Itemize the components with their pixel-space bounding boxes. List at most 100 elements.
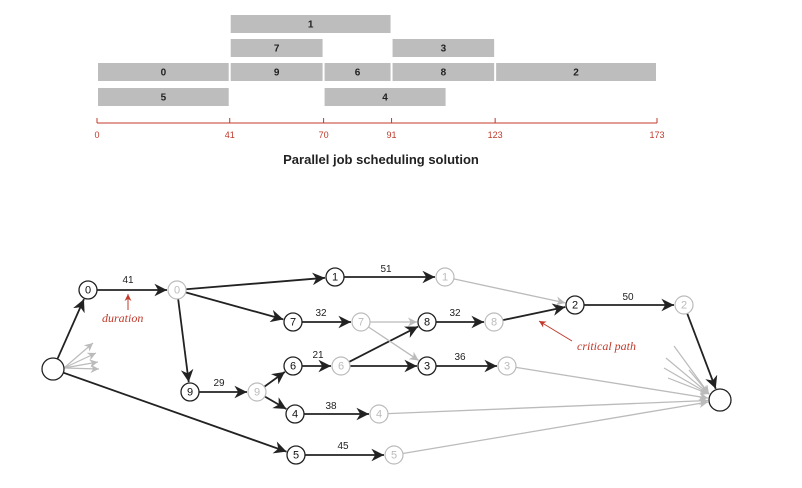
- edge-weight: 36: [454, 352, 466, 363]
- node-circle: [417, 356, 437, 376]
- node-3e: 3: [497, 356, 517, 376]
- job-bar-rect: [230, 63, 323, 81]
- job-bar-1: 1: [230, 15, 391, 33]
- job-bar-rect: [324, 88, 446, 106]
- node-circle: [708, 388, 732, 412]
- edge-s-5s: [63, 371, 287, 454]
- node-label: 8: [424, 317, 430, 329]
- job-bar-5: 5: [98, 88, 229, 106]
- job-bar-7: 7: [230, 39, 323, 57]
- node-label: 2: [681, 300, 687, 312]
- job-bar-3: 3: [392, 39, 495, 57]
- source-stub-arrow: [63, 352, 97, 369]
- job-bar-rect: [230, 15, 391, 33]
- job-bar-rect: [392, 63, 495, 81]
- node-6e: 6: [331, 356, 351, 376]
- node-7e: 7: [351, 312, 371, 332]
- node-5e: 5: [384, 445, 404, 465]
- node-label: 7: [290, 317, 296, 329]
- node-5s: 5: [286, 445, 306, 465]
- axis-tick-label: 70: [319, 130, 329, 140]
- node-label: 6: [290, 361, 296, 373]
- job-bar-2: 2: [496, 63, 656, 81]
- edge-weight: 41: [122, 275, 134, 286]
- edge-0e-7s: [185, 291, 284, 323]
- axis-tick-label: 91: [387, 130, 397, 140]
- job-bar-8: 8: [392, 63, 495, 81]
- node-circle: [283, 312, 303, 332]
- node-9e: 9: [247, 382, 267, 402]
- node-circle: [351, 312, 371, 332]
- job-bar-label: 1: [308, 20, 314, 31]
- edge-6e-8s: [348, 325, 419, 363]
- node-label: 3: [504, 361, 510, 373]
- node-4e: 4: [369, 404, 389, 424]
- job-bar-rect: [496, 63, 656, 81]
- job-bar-rect: [230, 39, 323, 57]
- job-bar-6: 6: [324, 63, 391, 81]
- node-1s: 1: [325, 267, 345, 287]
- edge-2e-t: [686, 313, 718, 390]
- node-3s: 3: [417, 356, 437, 376]
- job-bar-label: 8: [441, 68, 447, 79]
- edge-5e-t: [402, 399, 709, 455]
- job-bar-4: 4: [324, 88, 446, 106]
- edge-9e-4s: [264, 395, 287, 410]
- edge-3e-t: [515, 366, 709, 402]
- node-circle: [247, 382, 267, 402]
- node-circle: [167, 280, 187, 300]
- source-sink-stubs: [63, 342, 710, 395]
- job-bar-label: 0: [161, 68, 167, 79]
- node-label: 3: [424, 361, 430, 373]
- sink-stub-arrow: [663, 367, 710, 395]
- node-circle: [417, 312, 437, 332]
- node-1e: 1: [435, 267, 455, 287]
- node-8s: 8: [417, 312, 437, 332]
- node-circle: [325, 267, 345, 287]
- node-circle: [497, 356, 517, 376]
- axis-tick-label: 41: [225, 130, 235, 140]
- edge-0e-1s: [185, 272, 326, 291]
- node-t: [708, 388, 732, 412]
- duration-label: duration: [102, 311, 143, 325]
- job-bar-rect: [392, 39, 495, 57]
- edge-0e-9s: [177, 298, 194, 383]
- node-circle: [286, 445, 306, 465]
- axis-tick-label: 0: [94, 130, 99, 140]
- node-circle: [484, 312, 504, 332]
- schedule-caption: Parallel job scheduling solution: [283, 152, 479, 167]
- node-circle: [41, 357, 65, 381]
- edge-weight: 50: [622, 292, 634, 303]
- edge-7e-3s: [368, 326, 420, 361]
- node-label: 0: [85, 285, 91, 297]
- edge-1e-2s: [453, 278, 566, 306]
- job-bar-rect: [98, 88, 229, 106]
- job-bar-label: 2: [573, 68, 579, 79]
- job-bar-rect: [324, 63, 391, 81]
- node-circle: [283, 356, 303, 376]
- job-bar-rect: [98, 63, 229, 81]
- node-label: 0: [174, 285, 180, 297]
- node-label: 8: [491, 317, 497, 329]
- axis-tick-label: 173: [649, 130, 664, 140]
- edge-weight: 32: [315, 308, 327, 319]
- source-stub-arrow: [63, 342, 94, 369]
- node-circle: [369, 404, 389, 424]
- node-label: 9: [254, 387, 260, 399]
- node-circle: [78, 280, 98, 300]
- node-circle: [384, 445, 404, 465]
- duration-annotation: duration: [102, 294, 143, 325]
- node-label: 4: [292, 409, 298, 421]
- node-8e: 8: [484, 312, 504, 332]
- node-9s: 9: [180, 382, 200, 402]
- edge-weight: 51: [380, 264, 392, 275]
- job-bar-label: 4: [382, 93, 388, 104]
- edge-4e-t: [387, 396, 709, 415]
- node-label: 5: [391, 450, 397, 462]
- critical-path-label: critical path: [577, 339, 636, 353]
- node-circle: [331, 356, 351, 376]
